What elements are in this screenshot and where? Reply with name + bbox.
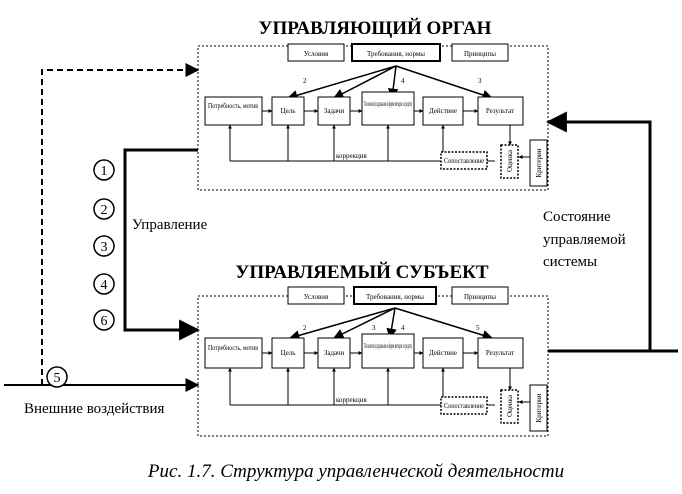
bottom-compare-box [440, 396, 488, 415]
top-criteria-box [529, 139, 548, 187]
top-box-tasks-label: Задачи [324, 107, 345, 115]
bottom-header-conditions: Условия [304, 293, 329, 301]
bottom-box-result [477, 337, 524, 369]
bottom-box-result-label: Результат [486, 349, 514, 357]
bottom-header-box-requirements [353, 286, 437, 305]
top-criteria-label: Критерии [535, 148, 543, 177]
top-box-result-label: Результат [486, 107, 514, 115]
bottom-fan-arrows [288, 307, 494, 341]
bottom-marker-2: 3 [372, 324, 376, 332]
bottom-correction-label: коррекция [336, 396, 368, 404]
top-marker-3: 3 [478, 77, 482, 85]
bottom-criteria-label: Критерии [535, 393, 543, 422]
bottom-box-tasks-label: Задачи [324, 349, 345, 357]
top-box-goal-label: Цель [281, 107, 296, 115]
top-header-requirements: Требования, нормы [367, 50, 425, 58]
top-box-action-label: Действие [429, 107, 457, 115]
number-5: 5 [54, 371, 61, 386]
top-header-box-principles [451, 43, 509, 62]
bottom-box-tasks [317, 337, 351, 369]
bottom-box-need [204, 337, 263, 369]
bottom-box-technology-label: Технология (содержание в форме методов и… [364, 342, 412, 350]
bottom-box-need-label: Потребность, мотив [208, 344, 259, 352]
bottom-box-action [422, 337, 464, 369]
top-header-box-requirements [351, 43, 441, 62]
number-4: 4 [101, 278, 108, 293]
bottom-header-requirements: Требования, нормы [366, 293, 424, 301]
top-title: УПРАВЛЯЮЩИЙ ОРГАН [259, 17, 492, 39]
number-6: 6 [101, 314, 108, 329]
external-label: Внешние воздействия [24, 401, 164, 417]
top-box-result [477, 96, 524, 126]
management-label: Управление [132, 217, 208, 233]
number-circle-4 [93, 273, 115, 295]
number-circle-6 [93, 309, 115, 331]
number-circle-3 [93, 235, 115, 257]
state-label-line-3: системы [543, 254, 597, 270]
bottom-assessment-box [500, 389, 519, 424]
bottom-box-technology [361, 333, 415, 369]
bottom-header-box-conditions [287, 286, 345, 305]
number-3: 3 [101, 240, 108, 255]
figure-caption: Рис. 1.7. Структура управленческой деяте… [147, 461, 564, 482]
bottom-marker-1: 2 [303, 324, 307, 332]
bottom-box-action-label: Действие [429, 349, 457, 357]
number-circle-5 [46, 366, 68, 388]
top-marker-2: 4 [401, 77, 405, 85]
bottom-frame [197, 295, 549, 437]
number-circle-2 [93, 198, 115, 220]
bottom-title: УПРАВЛЯЕМЫЙ СУБЪЕКТ [235, 261, 488, 283]
top-box-technology-label: Технология (содержание в форме методов и… [364, 100, 412, 108]
top-correction-label: коррекция [336, 152, 368, 160]
number-circle-1 [93, 159, 115, 181]
bottom-compare-label: Сопоставление [444, 402, 484, 410]
state-arrow [545, 111, 652, 351]
bottom-criteria-box [529, 384, 548, 432]
management-arrow [123, 148, 201, 341]
top-assessment-label: Оценка [506, 149, 514, 172]
bottom-marker-3: 4 [401, 324, 405, 332]
top-header-conditions: Условия [304, 50, 329, 58]
top-box-need-label: Потребность, мотив [208, 102, 259, 110]
state-label-line-1: Состояние [543, 209, 611, 225]
bottom-header-principles: Принципы [464, 293, 496, 301]
top-compare-box [440, 151, 488, 170]
left-number-circles: 1 2 3 4 6 5 [46, 159, 115, 388]
external-feedback-dashed-arrow [41, 63, 200, 385]
state-label-line-2: управляемой [543, 232, 626, 248]
top-compare-label: Сопоставление [444, 157, 484, 165]
bottom-header-box-principles [451, 286, 509, 305]
top-assessment-box [500, 144, 519, 179]
top-header-principles: Принципы [464, 50, 496, 58]
bottom-assessment-label: Оценка [506, 394, 514, 417]
bottom-box-goal-label: Цель [281, 349, 296, 357]
number-1: 1 [101, 164, 108, 179]
top-marker-1: 2 [303, 77, 307, 85]
number-2: 2 [101, 203, 108, 218]
top-box-technology [361, 91, 415, 126]
top-header-box-conditions [287, 43, 345, 62]
bottom-marker-4: 5 [476, 324, 480, 332]
